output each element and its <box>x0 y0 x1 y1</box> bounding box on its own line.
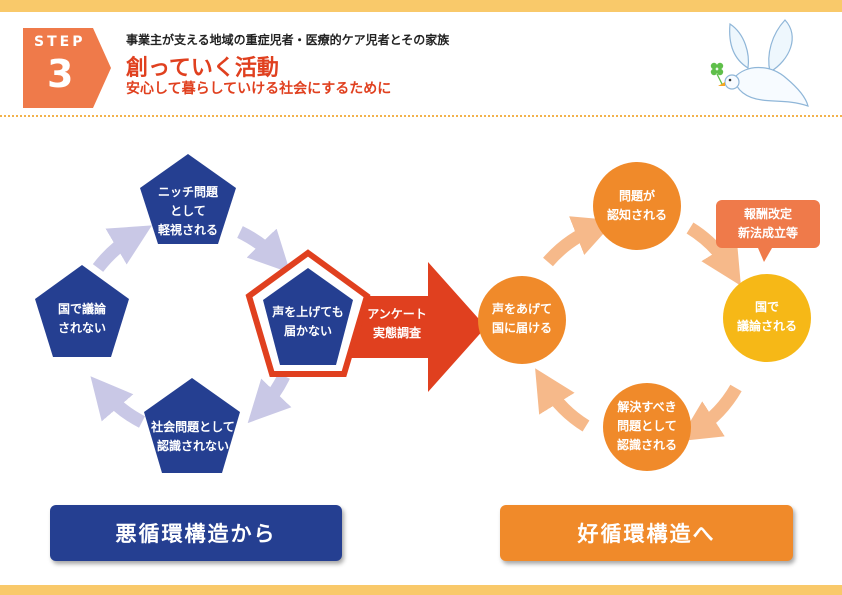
transition-arrow-label: アンケート 実態調査 <box>367 307 427 340</box>
vicious-cycle-banner: 悪循環構造から <box>50 505 342 561</box>
bad-cycle-arrows <box>90 225 292 428</box>
header-divider <box>0 115 842 117</box>
bad-node-bottom <box>144 378 240 473</box>
good-node-bottom <box>603 383 691 471</box>
bad-node-right-label: 声を上げても 届かない <box>272 305 344 338</box>
header-subtitle: 事業主が支える地域の重症児者・医療的ケア児者とその家族 <box>126 33 450 47</box>
step-badge <box>23 28 111 108</box>
good-node-bottom-label: 解決すべき 問題として 認識される <box>616 400 677 452</box>
bad-node-left <box>35 265 129 357</box>
bottom-border <box>0 585 842 595</box>
callout-tail <box>758 248 772 262</box>
callout-label: 報酬改定 新法成立等 <box>737 207 798 240</box>
good-node-left <box>478 276 566 364</box>
good-node-right-label: 国で 議論される <box>736 300 797 333</box>
transition-arrow <box>350 262 486 392</box>
step-label: STEP <box>34 34 86 50</box>
dove-clover-icon <box>710 19 809 107</box>
good-node-right <box>723 274 811 362</box>
page-tagline: 安心して暮らしていける社会にするために <box>126 81 392 97</box>
virtuous-cycle-banner: 好循環構造へ <box>500 505 793 561</box>
good-node-top-label: 問題が 認知される <box>606 189 667 222</box>
bad-node-top-label: ニッチ問題 として 軽視される <box>157 185 218 237</box>
callout-bubble <box>716 200 820 248</box>
bad-node-bottom-label: 社会問題として 認識されない <box>151 420 235 453</box>
step-number: 3 <box>47 52 74 96</box>
page-title: 創っていく活動 <box>126 56 279 81</box>
good-cycle-arrows <box>535 216 742 442</box>
good-node-left-label: 声をあげて 国に届ける <box>491 302 552 335</box>
top-border <box>0 0 842 12</box>
bad-node-right <box>263 268 353 365</box>
bad-node-left-label: 国で議論 されない <box>57 302 106 335</box>
good-node-top <box>593 162 681 250</box>
bad-node-top <box>140 154 236 244</box>
